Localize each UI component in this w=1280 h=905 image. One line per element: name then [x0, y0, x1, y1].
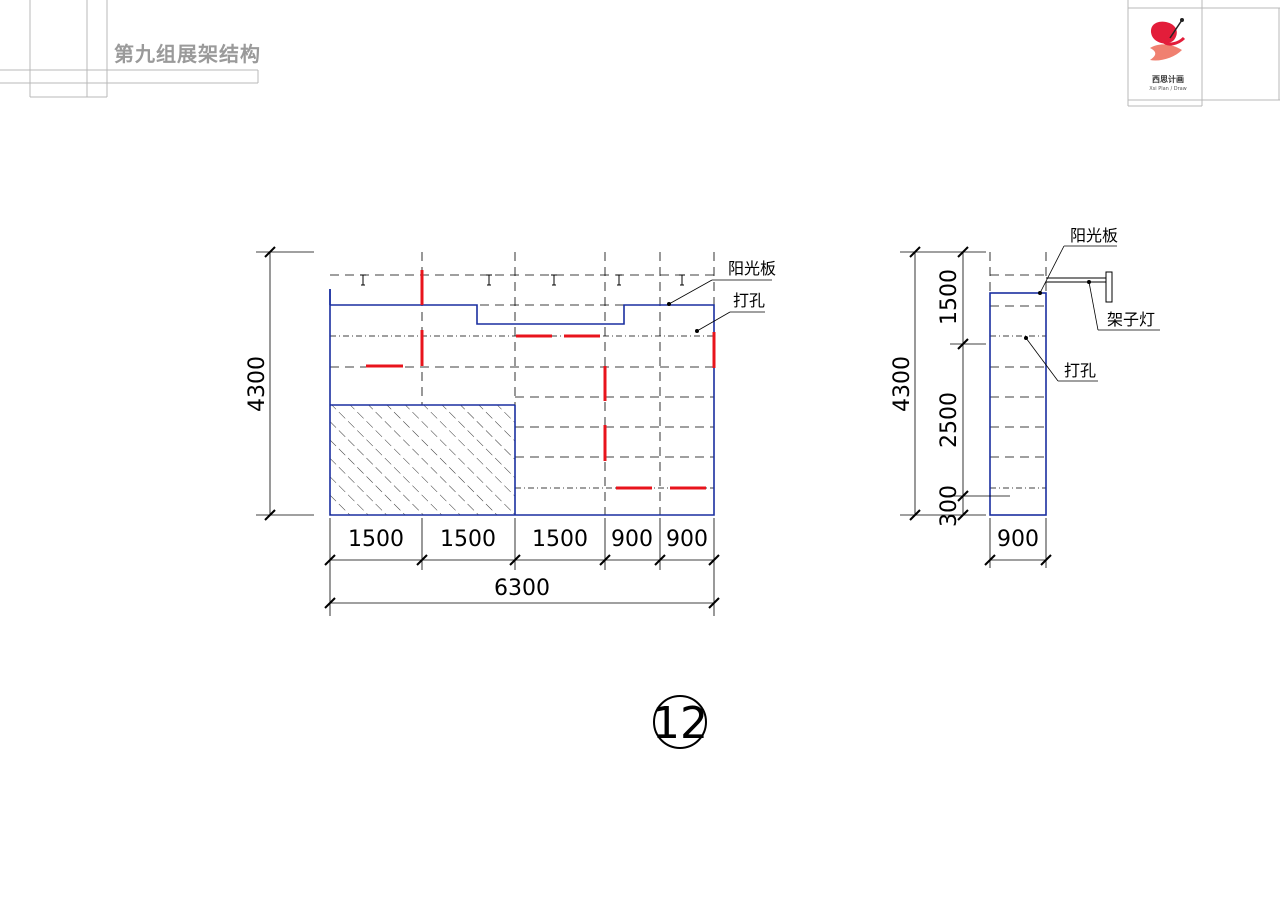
main-seg-dim-5: 900: [666, 527, 708, 552]
sunboard-label: 阳光板: [728, 259, 776, 278]
main-seg-dim-3: 1500: [532, 527, 588, 552]
main-elevation: 阳光板 打孔 4300 150: [245, 246, 776, 616]
main-height-dim: 4300: [245, 356, 270, 412]
main-seg-dim-2: 1500: [440, 527, 496, 552]
side-seg-dim-3: 300: [937, 485, 962, 527]
side-width-dim: 900: [997, 527, 1039, 552]
rack-light-label: 架子灯: [1107, 310, 1155, 329]
main-seg-dim-4: 900: [611, 527, 653, 552]
drawing-number: 12: [652, 698, 708, 749]
side-seg-dim-1: 1500: [937, 269, 962, 325]
drill-hole-label: 打孔: [733, 291, 765, 310]
main-seg-dim-1: 1500: [348, 527, 404, 552]
logo-icon: [1150, 18, 1186, 61]
side-sunboard-label: 阳光板: [1070, 226, 1118, 245]
side-drill-hole-label: 打孔: [1064, 361, 1096, 380]
side-seg-dim-2: 2500: [937, 392, 962, 448]
logo-name: 西思计画: [1152, 75, 1184, 84]
main-total-dim: 6300: [494, 576, 550, 601]
side-elevation: 阳光板 架子灯 打孔 4300 1500 2500 300: [890, 226, 1160, 568]
drawing-number-badge: 12: [652, 695, 708, 749]
page-title: 第九组展架结构: [114, 42, 261, 66]
side-height-dim: 4300: [890, 356, 915, 412]
logo-subtitle: Xsi Plan / Draw: [1149, 86, 1187, 92]
